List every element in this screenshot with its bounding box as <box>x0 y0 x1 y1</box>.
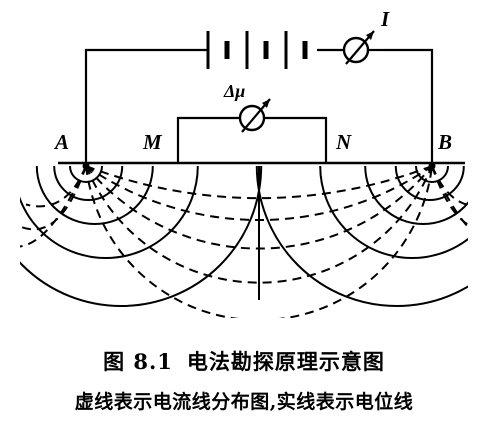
figure-caption-note: 虚线表示电流线分布图,实线表示电位线 <box>74 391 414 413</box>
equipotential-line <box>364 165 468 225</box>
label-potential-difference: Δμ <box>223 81 245 101</box>
wire-right <box>384 48 434 163</box>
equipotential-lines <box>20 165 468 307</box>
battery-icon <box>206 31 308 69</box>
diagram-figure: A M N B I Δμ <box>20 7 468 318</box>
current-line <box>85 165 433 284</box>
label-current-i: I <box>380 7 390 31</box>
current-lines <box>20 165 468 318</box>
label-electrode-b: B <box>437 130 452 154</box>
equipotential-line <box>20 165 199 259</box>
wire-left <box>84 48 208 163</box>
current-line <box>431 165 468 229</box>
equipotential-line <box>20 165 263 307</box>
wire-mn-loop <box>176 116 240 163</box>
equipotential-line <box>255 165 468 307</box>
current-line <box>85 165 433 318</box>
equipotential-line <box>35 165 154 225</box>
equipotential-line <box>319 165 468 259</box>
ammeter-icon <box>342 30 384 65</box>
figure-number: 图 8.1 <box>103 349 173 374</box>
voltmeter-icon <box>238 98 271 133</box>
equipotential-line <box>53 165 124 201</box>
label-electrode-n: N <box>335 130 352 154</box>
current-line <box>85 165 433 200</box>
equipotential-line <box>415 165 449 183</box>
figure-title: 电法勘探原理示意图 <box>186 349 385 374</box>
equipotential-line <box>394 165 465 201</box>
circuit-wiring <box>58 48 465 165</box>
label-electrode-m: M <box>142 130 163 154</box>
figure-caption-title: 图 8.1 电法勘探原理示意图 <box>0 346 488 376</box>
label-electrode-a: A <box>53 130 69 154</box>
wire-mn-loop-right <box>264 116 328 163</box>
equipotential-line <box>69 165 103 183</box>
